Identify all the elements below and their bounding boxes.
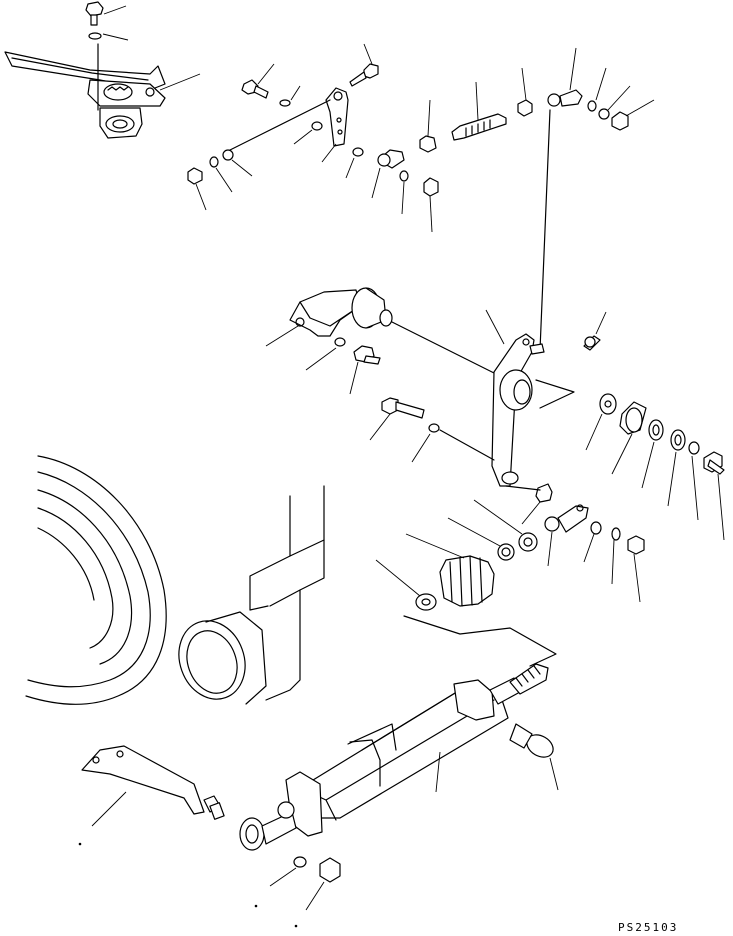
linkage-hardware <box>187 43 655 351</box>
bracket-and-lever <box>265 287 725 541</box>
drawing-code: PS25103 <box>618 921 679 934</box>
boot-and-rod-end <box>375 499 645 667</box>
tire-and-housing <box>25 455 325 705</box>
cylinder-assembly <box>78 663 559 928</box>
pedal-assembly <box>4 1 201 139</box>
